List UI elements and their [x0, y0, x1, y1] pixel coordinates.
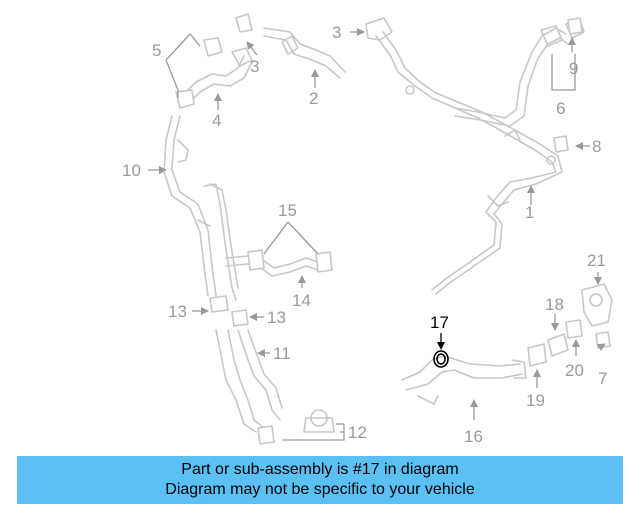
- callout-19: 19: [526, 391, 545, 410]
- part-2-hose: [263, 27, 346, 79]
- callout-8: 8: [592, 137, 601, 156]
- callout-20: 20: [565, 361, 584, 380]
- callout-2: 2: [309, 89, 318, 108]
- part-16-pipe: [401, 355, 527, 405]
- part-12-cap: [303, 409, 335, 433]
- callout-1: 1: [525, 203, 534, 222]
- callout-11: 11: [273, 344, 291, 363]
- callout-16: 16: [464, 427, 483, 446]
- part-14-hose: [225, 249, 333, 277]
- banner-line-2: Diagram may not be specific to your vehi…: [165, 481, 475, 498]
- callout-7: 7: [598, 369, 607, 388]
- part-11-hose: [209, 295, 283, 445]
- part-4-hose: [175, 13, 253, 109]
- callout-3-top: 3: [250, 57, 259, 76]
- callout-6: 6: [556, 99, 565, 118]
- callout-5: 5: [152, 41, 161, 60]
- banner-line-1: Part or sub-assembly is #17 in diagram: [181, 461, 459, 478]
- part-10-tube: [163, 115, 239, 301]
- callout-12: 12: [348, 423, 367, 442]
- callout-13-left: 13: [168, 302, 187, 321]
- callout-3-right: 3: [332, 23, 341, 42]
- callout-4: 4: [212, 111, 221, 130]
- callout-14: 14: [292, 291, 311, 310]
- callout-labels: 1 2 3 3 4 5 6 7 8 9 10 11 12 13 13 14 15…: [122, 23, 607, 446]
- leader-lines: [148, 28, 606, 441]
- callout-21: 21: [587, 251, 606, 270]
- info-banner: Part or sub-assembly is #17 in diagram D…: [17, 456, 623, 504]
- callout-18: 18: [545, 295, 564, 314]
- callout-9: 9: [569, 59, 578, 78]
- part-17-o-ring: [433, 350, 449, 368]
- callout-10: 10: [122, 161, 141, 180]
- callout-17: 17: [430, 313, 449, 332]
- part-1-pipe: [365, 17, 563, 295]
- parts-diagram: 1 2 3 3 4 5 6 7 8 9 10 11 12 13 13 14 15…: [122, 13, 613, 446]
- callout-15: 15: [278, 201, 297, 220]
- callout-13-right: 13: [267, 308, 286, 327]
